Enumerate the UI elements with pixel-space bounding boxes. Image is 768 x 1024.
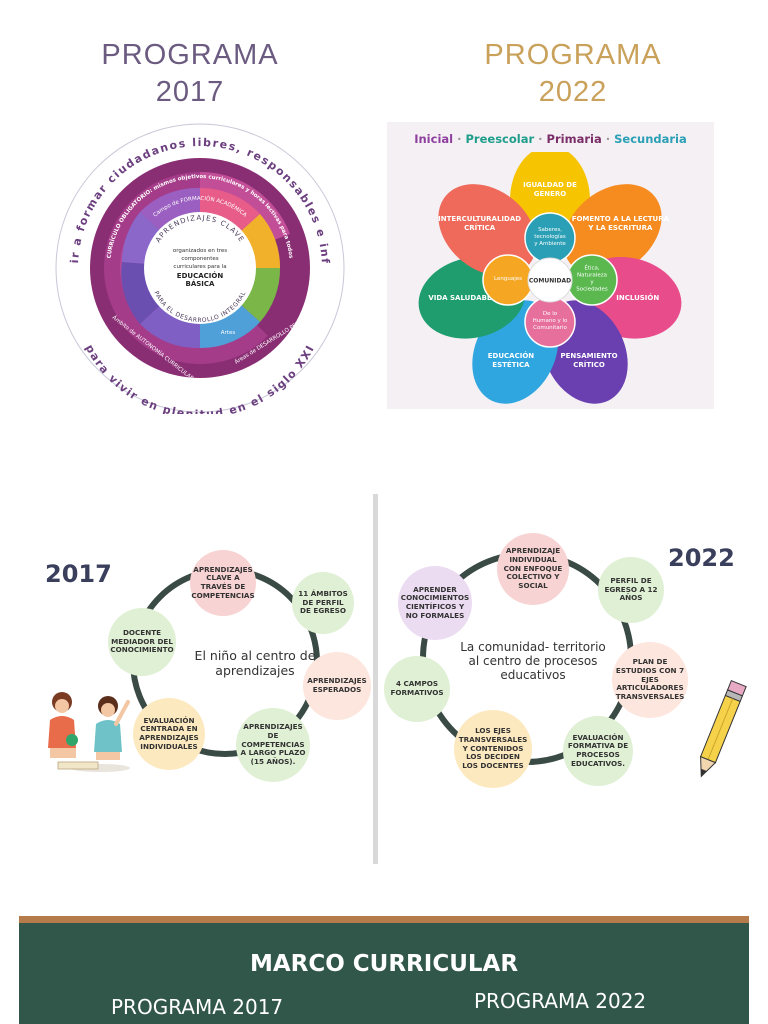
program-2017-title-line2: 2017 — [155, 76, 225, 109]
center-text-line3: curriculares para la — [173, 264, 226, 270]
cycle-2022-center: La comunidad- territorio al centro de pr… — [448, 640, 618, 682]
node-2022-conocimientos-cientificos: APRENDER CONOCIMIENTOS CIENTÍFICOS Y NO … — [398, 566, 472, 640]
program-2022-title-line2: 2022 — [538, 76, 608, 109]
flower-2022-panel: Inicial · Preescolar · Primaria · Secund… — [387, 122, 714, 409]
node-2017-competencias-largo-plazo: APRENDIZAJES DE COMPETENCIAS A LARGO PLA… — [236, 708, 310, 782]
cycle-2017-center-line1: El niño al centro de — [194, 648, 316, 663]
curriculum-2017-wheel: Contribuir a formar ciudadanos libres, r… — [50, 122, 345, 414]
cycle-2017-center: El niño al centro de aprendizajes — [165, 648, 345, 678]
marco-curricular-board: MARCO CURRICULAR PROGRAMA 2017 PROGRAMA … — [19, 916, 749, 1024]
cycle-2017-year: 2017 — [45, 560, 112, 588]
node-2022-aprendizaje-individual: APRENDIZAJE INDIVIDUAL CON ENFOQUE COLEC… — [497, 533, 569, 605]
center-text-line1: organizados en tres — [173, 248, 227, 254]
children-reading-illustration — [48, 692, 130, 772]
svg-text:COMUNIDAD: COMUNIDAD — [529, 278, 571, 285]
center-text-line5: BÁSICA — [186, 279, 216, 288]
node-2017-aprendizajes-esperados: APRENDIZAJES ESPERADOS — [303, 652, 371, 720]
aprendizajes-clave-core — [144, 212, 256, 324]
node-2022-campos-formativos: 4 CAMPOS FORMATIVOS — [384, 656, 450, 722]
cycle-2022-center-line2: al centro de procesos — [468, 654, 598, 668]
cycle-2022-center-line1: La comunidad- territorio — [460, 640, 606, 654]
pencil-icon — [699, 679, 747, 778]
node-2017-docente-mediador: DOCENTE MEDIADOR DEL CONOCIMIENTO — [108, 608, 176, 676]
node-2022-plan-estudios: PLAN DE ESTUDIOS CON 7 EJES ARTICULADORE… — [612, 642, 688, 718]
program-2022-title: PROGRAMA 2022 — [463, 39, 683, 109]
inner-field-4: Lenguajes — [482, 254, 534, 306]
section-divider — [373, 494, 378, 864]
node-2022-evaluacion-formativa: EVALUACIÓN FORMATIVA DE PROCESOS EDUCATI… — [563, 716, 633, 786]
level-preescolar: Preescolar — [465, 132, 535, 146]
node-2017-aprendizajes-clave: APRENDIZAJES CLAVE A TRAVÉS DE COMPETENC… — [190, 550, 256, 616]
cycle-2017-center-line2: aprendizajes — [215, 663, 295, 678]
petal-label: INCLUSIÓN — [616, 293, 659, 302]
node-2017-ambitos-perfil: 11 ÁMBITOS DE PERFIL DE EGRESO — [292, 572, 354, 634]
node-2017-evaluacion-individual: EVALUACIÓN CENTRADA EN APRENDIZAJES INDI… — [133, 698, 205, 770]
center-text-line4: EDUCACIÓN — [177, 271, 224, 280]
level-separator-2: · — [538, 132, 543, 146]
cycle-2022-center-line3: educativos — [500, 668, 566, 682]
cycle-2022-year: 2022 — [668, 544, 735, 572]
board-title: MARCO CURRICULAR — [249, 951, 519, 977]
level-separator-1: · — [457, 132, 462, 146]
program-2022-title-line1: PROGRAMA — [484, 39, 662, 71]
board-program-2022: PROGRAMA 2022 — [474, 989, 647, 1013]
board-program-2017: PROGRAMA 2017 — [111, 995, 284, 1019]
svg-text:Lenguajes: Lenguajes — [494, 276, 522, 282]
education-levels: Inicial · Preescolar · Primaria · Secund… — [387, 132, 714, 146]
node-2022-perfil-egreso: PERFIL DE EGRESO A 12 AÑOS — [598, 557, 664, 623]
center-text-line2: componentes — [181, 256, 218, 262]
level-primaria: Primaria — [546, 132, 602, 146]
node-2022-ejes-transversales: LOS EJES TRANSVERSALES Y CONTENIDOS LOS … — [454, 710, 532, 788]
level-inicial: Inicial — [414, 132, 454, 146]
level-separator-3: · — [605, 132, 611, 146]
program-2017-title-line1: PROGRAMA — [101, 39, 279, 71]
flower-center: COMUNIDAD — [527, 257, 573, 303]
level-secundaria: Secundaria — [614, 132, 687, 146]
program-2017-title: PROGRAMA 2017 — [80, 39, 300, 109]
petal-label: VIDA SALUDABLE — [428, 294, 496, 302]
artes-label: Artes — [221, 330, 236, 336]
